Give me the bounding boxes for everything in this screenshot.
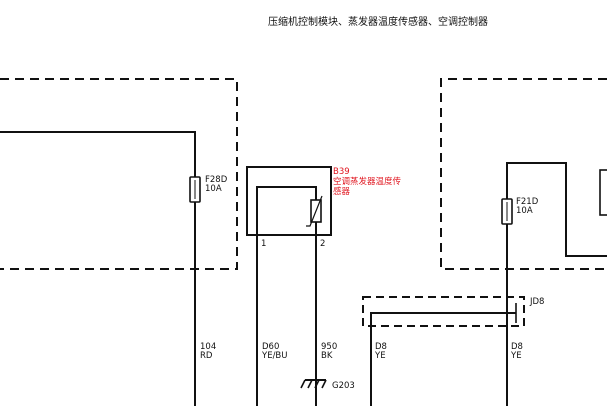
fuse-f28d-rating: 10A (205, 184, 222, 194)
wire-d8-left-color: YE (374, 351, 386, 361)
ground-label: G203 (332, 381, 355, 391)
wire-d8-left-circuit: D8 (375, 342, 387, 352)
right-module-boundary (440, 78, 607, 270)
wire-d8-right-circuit: D8 (511, 342, 523, 352)
wire-950-color: BK (321, 351, 333, 361)
diagram-title: 压缩机控制模块、蒸发器温度传感器、空调控制器 (268, 15, 488, 28)
wire-d8-right-color: YE (510, 351, 522, 361)
sensor-name-line1: 空调蒸发器温度传 (333, 176, 402, 187)
ground-icon (300, 372, 327, 389)
fuse-f21d (501, 198, 513, 225)
connector-jd8-label: JD8 (529, 297, 544, 307)
wire-104-circuit: 104 (200, 342, 216, 352)
wire-d60-circuit: D60 (262, 342, 279, 352)
sensor-code: B39 (333, 167, 350, 177)
sensor-pin-2: 2 (320, 239, 325, 249)
thermistor-icon (306, 195, 323, 227)
fuse-f28d-id: F28D (205, 175, 228, 185)
sensor-name-line2: 感器 (333, 186, 351, 197)
wire-d8-right (506, 162, 607, 406)
fuse-f21d-id: F21D (516, 197, 539, 207)
left-module-boundary (0, 78, 238, 270)
fuse-f28d (189, 176, 201, 203)
fuse-f21d-rating: 10A (516, 206, 533, 216)
wire-950-circuit: 950 (321, 342, 337, 352)
wire-d60-color: YE/BU (261, 351, 287, 361)
sensor-pin-1: 1 (261, 239, 266, 249)
wire-104-color: RD (200, 351, 213, 361)
wire-104 (0, 131, 196, 406)
connector-jd8 (362, 296, 525, 406)
